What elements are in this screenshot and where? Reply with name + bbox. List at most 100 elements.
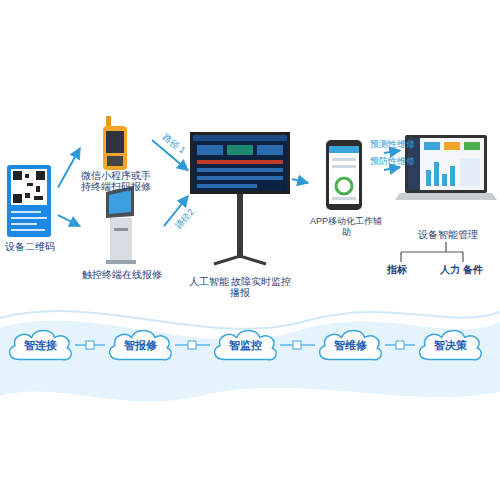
mobile-app-phone — [326, 140, 362, 210]
handheld-keys — [107, 156, 123, 166]
device-caption: APP移动化工作辅助 — [308, 216, 384, 238]
kiosk-base — [106, 260, 136, 264]
junction-square — [293, 341, 301, 349]
monitor-row — [197, 168, 283, 172]
laptop-base — [395, 193, 497, 200]
cloud-label: 智维修 — [334, 340, 367, 351]
junction-square — [188, 341, 196, 349]
flow-arrow — [292, 179, 308, 183]
monitor-row — [257, 145, 283, 155]
device-caption: 设备智能管理 — [418, 229, 478, 240]
edge-label: 预防性维修 — [370, 154, 415, 167]
touch-kiosk — [106, 186, 136, 264]
laptop-bar — [434, 162, 439, 186]
monitor-frame — [190, 132, 290, 194]
phone-item — [332, 158, 356, 161]
handheld-body — [103, 126, 127, 170]
monitor-header — [193, 135, 287, 141]
handheld-screen — [106, 131, 124, 153]
flow-arrow — [58, 148, 80, 188]
junction-square — [396, 341, 404, 349]
qr-card-lines — [11, 223, 37, 225]
cloud-label: 智决策 — [434, 340, 467, 351]
monitor-row — [227, 145, 253, 155]
device-node: APP移动化工作辅助 — [308, 138, 384, 238]
qr-dots — [25, 174, 29, 178]
laptop-card — [444, 142, 460, 150]
qr-finder — [13, 171, 22, 180]
device-node: 微信小程序或手持终端扫码报修 — [80, 112, 152, 192]
monitor-row — [197, 176, 283, 180]
phone-gauge — [336, 178, 352, 194]
monitor-feet — [214, 256, 266, 264]
laptop-lid — [405, 135, 487, 193]
kiosk-slot — [114, 228, 128, 231]
edge-label: 预测性维修 — [370, 137, 415, 150]
qr-code-bg — [11, 169, 47, 205]
device-node: 人工智能 故障实时监控播报 — [188, 128, 292, 298]
band-wave — [0, 321, 500, 402]
flow-arrow — [384, 167, 400, 170]
cloud-shape — [420, 331, 482, 360]
kiosk-screen — [109, 190, 131, 214]
monitor-screen — [190, 132, 290, 264]
phone-item — [332, 197, 356, 200]
cloud-shape — [110, 331, 172, 360]
flow-arrow — [58, 215, 80, 226]
qr-dots — [25, 193, 30, 198]
laptop-card — [424, 142, 440, 150]
device-caption: 微信小程序或手持终端扫码报修 — [80, 170, 152, 192]
cloud-shape — [320, 331, 382, 360]
laptop-bar — [450, 166, 455, 186]
cloud-shape — [215, 331, 277, 360]
cloud-shape — [10, 331, 72, 360]
device-node: 触控终端在线报修 — [80, 182, 164, 280]
cloud-label: 智报修 — [124, 340, 157, 351]
cloud-node: 智连接 — [5, 326, 75, 364]
cloud-node: 智维修 — [315, 326, 385, 364]
kiosk-body — [110, 218, 132, 262]
flow-arrow — [384, 150, 400, 153]
device-caption: 设备二维码 — [5, 241, 55, 252]
cloud-label: 智监控 — [229, 340, 262, 351]
phone-item — [332, 165, 356, 168]
monitor-row — [197, 160, 283, 164]
phone-screen — [329, 146, 359, 204]
cloud-node: 智决策 — [415, 326, 485, 364]
device-caption: 触控终端在线报修 — [82, 269, 162, 280]
qr-finder — [13, 194, 22, 203]
monitor-row — [197, 184, 257, 188]
cloud-label: 智连接 — [24, 340, 57, 351]
qr-card-lines — [11, 217, 47, 219]
qr-dots — [36, 186, 40, 192]
management-item: 人力 备件 — [440, 263, 483, 277]
laptop-card — [464, 142, 480, 150]
edge-label: 路径2 — [173, 206, 198, 232]
edge-label: 路径 1 — [160, 131, 188, 157]
monitor-row — [197, 145, 223, 155]
qr-card-body — [7, 165, 51, 237]
phone-body — [326, 140, 362, 210]
qr-finder — [36, 171, 45, 180]
qr-card — [7, 165, 51, 237]
laptop-bar — [460, 158, 480, 186]
phone-header — [329, 146, 359, 153]
management-item: 指标 — [387, 263, 407, 277]
qr-card-lines — [11, 211, 41, 213]
laptop-display — [408, 138, 484, 190]
monitor-display — [193, 135, 287, 191]
device-node: 设备二维码 — [2, 160, 58, 252]
cloud-node: 智报修 — [105, 326, 175, 364]
qr-dots — [34, 196, 43, 200]
management-tree — [401, 242, 463, 262]
laptop-bar — [426, 170, 431, 186]
junction-square — [86, 341, 94, 349]
band-wave-line — [0, 311, 500, 329]
handheld-terminal — [103, 116, 127, 170]
laptop-bar — [442, 174, 447, 186]
